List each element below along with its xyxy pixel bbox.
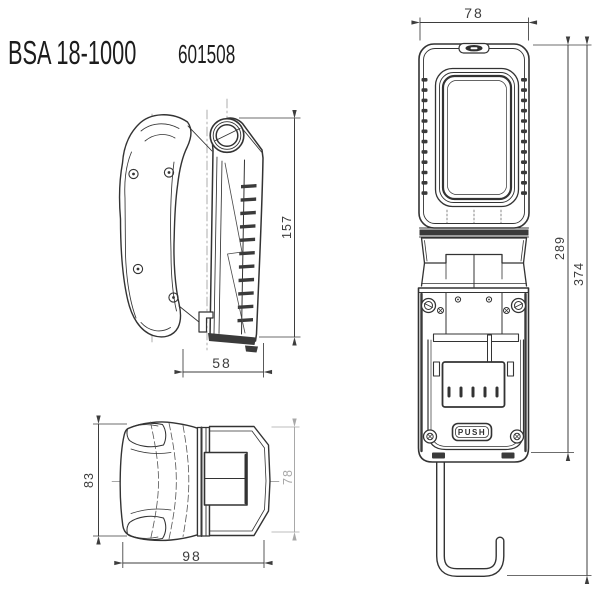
connector-pins: [447, 386, 499, 398]
front-center-slot: [487, 334, 492, 363]
battery-connector-block: [441, 361, 506, 408]
side-foot: [245, 345, 258, 353]
front-lower-screw-bosses: [422, 429, 525, 444]
top-corner-pad-lower: [126, 515, 167, 541]
top-dashed-contours: [150, 421, 190, 540]
front-foot-left: [432, 452, 445, 459]
dim-label-side-height: 157: [280, 215, 294, 239]
top-corner-pad-upper: [126, 422, 167, 448]
dim-label-side-depth: 58: [212, 355, 232, 371]
front-view-drawing: [417, 42, 530, 577]
side-hinge-circle: [209, 117, 245, 154]
front-neck-hinge: [419, 227, 529, 288]
side-screws: [128, 167, 179, 303]
dim-label-body-height: 289: [553, 236, 567, 260]
dim-label-front-width: 78: [464, 5, 484, 21]
dim-label-top-height: 83: [82, 472, 96, 488]
side-hidden-hook-lines: [224, 162, 246, 334]
push-label: PUSH: [457, 428, 487, 437]
front-foot-right: [501, 452, 515, 459]
side-bottom-band: [208, 333, 256, 345]
front-body: [417, 287, 530, 463]
front-upper-screw-bosses: [420, 297, 527, 314]
front-rail: [432, 333, 520, 343]
lens-frames: [434, 67, 520, 208]
top-body-inner: [209, 430, 267, 532]
dim-label-top-depth: 78: [281, 469, 295, 485]
dimension-annotations: [93, 17, 592, 585]
hanging-hook: [436, 445, 505, 577]
dim-label-total-height: 374: [572, 262, 586, 286]
side-handle-outline: [118, 114, 192, 338]
dim-label-top-width: 98: [182, 548, 202, 564]
side-head-inner-lines: [213, 126, 262, 335]
side-head-seam: [241, 159, 245, 335]
top-pad-contours: [132, 424, 159, 539]
neck-panel: [420, 237, 528, 264]
push-button: [451, 422, 493, 442]
side-handle-contours: [124, 123, 180, 332]
product-model-title: BSA 18-1000: [8, 34, 137, 71]
front-plate-screws: [454, 296, 493, 303]
side-handle-connectors: [178, 125, 213, 323]
front-head-hidden-ticks: [446, 209, 502, 224]
top-bracket: [203, 451, 248, 506]
power-button: [458, 42, 490, 54]
top-inner-curves: [130, 448, 172, 514]
side-bracket-tab: [198, 311, 214, 333]
article-number: 601508: [178, 39, 236, 69]
side-head-outline: [209, 117, 264, 342]
top-view-drawing: [111, 421, 283, 542]
front-body-side-edges: [420, 292, 527, 453]
front-head: [418, 42, 530, 229]
side-view-drawing: [118, 98, 264, 353]
